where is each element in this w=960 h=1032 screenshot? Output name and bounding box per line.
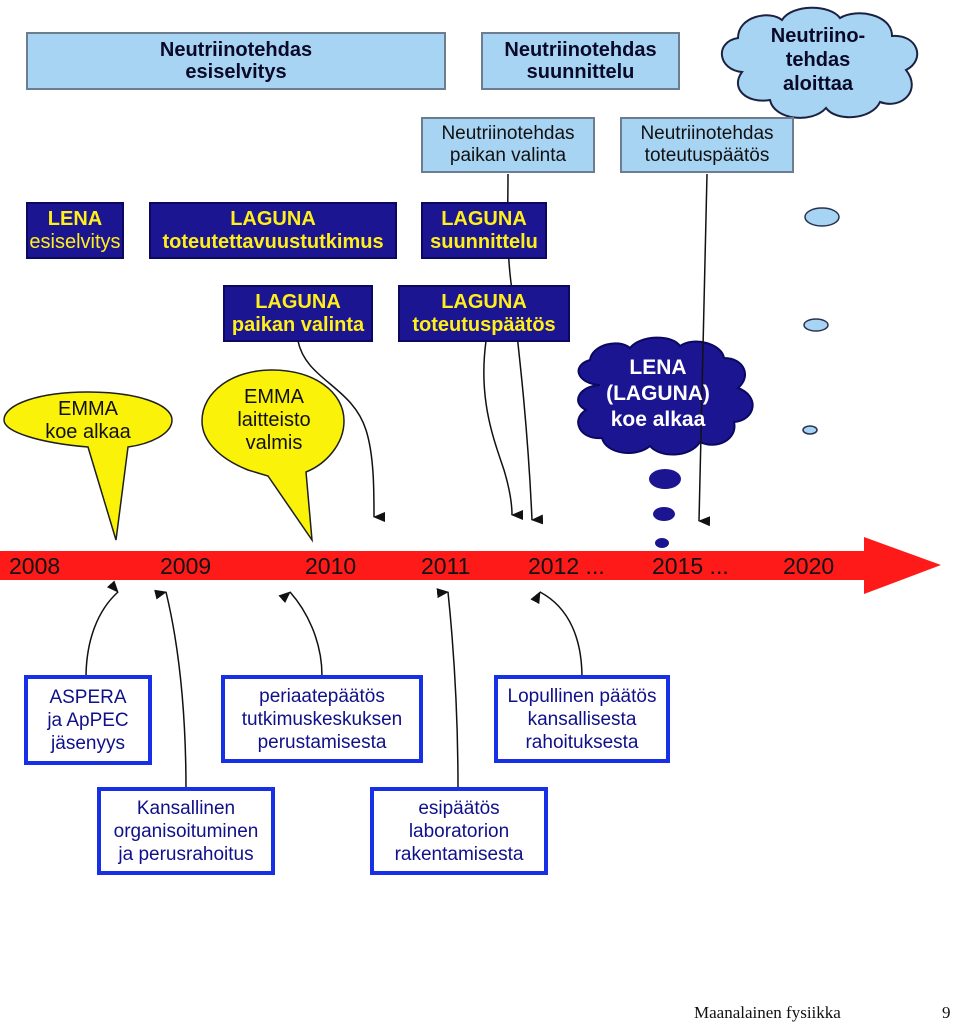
- box-line: LENA: [47, 207, 103, 230]
- box-line: paikan valinta: [449, 145, 567, 166]
- connector-esipaatos: [436, 588, 459, 789]
- box-laguna-toteutuspaatos: LAGUNA toteutuspäätös: [398, 285, 570, 342]
- box-line: LAGUNA: [441, 207, 527, 230]
- box-laguna-paikan-valinta: LAGUNA paikan valinta: [223, 285, 373, 342]
- cloud-line: tehdas: [785, 49, 851, 71]
- box-periaatepaatos: periaatepäätös tutkimuskeskuksen perusta…: [221, 675, 423, 763]
- box-line: esiselvitys: [29, 230, 121, 253]
- year-label: 2010: [305, 553, 357, 579]
- box-line: ja perusrahoitus: [118, 843, 254, 865]
- box-aspera: ASPERA ja ApPEC jäsenyys: [24, 675, 152, 765]
- bubble-line: EMMA: [244, 385, 304, 408]
- box-esipaatos: esipäätös laboratorion rakentamisesta: [370, 787, 548, 875]
- cloud-dot-medium: [803, 318, 829, 332]
- bubble-emma-koe-text: EMMA koe alkaa: [14, 396, 162, 446]
- connector-kansallinen: [154, 589, 187, 791]
- bubble-line: EMMA: [58, 398, 118, 420]
- box-laguna-toteutettavuustutkimus: LAGUNA toteutettavuustutkimus: [149, 202, 397, 259]
- cloud-line: (LAGUNA): [606, 382, 710, 405]
- box-lena-esiselvitys: LENA esiselvitys: [26, 202, 124, 259]
- year-label: 2009: [160, 553, 212, 579]
- box-line: suunnittelu: [430, 230, 538, 253]
- footer-title: Maanalainen fysiikka: [694, 1003, 841, 1022]
- connector-laguna-toteutus: [483, 340, 524, 520]
- cloud-dot-small: [802, 425, 818, 435]
- box-line: Neutriinotehdas: [504, 39, 657, 61]
- box-line: LAGUNA: [255, 290, 341, 313]
- box-neutriinotehdas-esiselvitys: Neutriinotehdas esiselvitys: [26, 32, 446, 90]
- box-line: rahoituksesta: [525, 731, 639, 753]
- bubble-emma-laitteisto-text: EMMA laitteisto valmis: [212, 378, 336, 462]
- cloud-lena-text: LENA (LAGUNA) koe alkaa: [596, 352, 720, 436]
- cloud-lena-dot-small: [655, 538, 669, 548]
- box-lopullinen-paatos: Lopullinen päätös kansallisesta rahoituk…: [494, 675, 670, 763]
- box-line: organisoituminen: [113, 820, 259, 842]
- connector-periaatepaatos: [278, 591, 323, 677]
- box-line: Lopullinen päätös: [507, 685, 657, 707]
- cloud-line: aloittaa: [782, 73, 854, 95]
- year-label: 2020: [783, 553, 835, 579]
- cloud-dot-large: [804, 207, 840, 227]
- cloud-line: LENA: [629, 356, 687, 379]
- connector-toteutuspaatos: [698, 173, 711, 527]
- cloud-lena-dot-large: [649, 469, 681, 489]
- bubble-line: koe alkaa: [45, 421, 131, 443]
- page-number: 9: [942, 1003, 951, 1022]
- timeline-arrow: [0, 537, 941, 594]
- bubble-emma-laitteisto-valmis: [201, 369, 345, 543]
- bubble-line: laitteisto: [237, 408, 311, 431]
- box-line: rakentamisesta: [394, 843, 524, 865]
- box-line: toteutettavuustutkimus: [162, 230, 384, 253]
- year-label: 2011: [421, 553, 471, 579]
- box-line: LAGUNA: [441, 290, 527, 313]
- box-line: toteutuspäätös: [412, 313, 556, 336]
- box-line: kansallisesta: [527, 708, 637, 730]
- box-line: ja ApPEC: [47, 709, 129, 731]
- box-line: esiselvitys: [185, 61, 287, 83]
- box-line: Kansallinen: [136, 797, 236, 819]
- connector-lopullinen: [530, 591, 583, 679]
- bubble-emma-koe-alkaa: [3, 391, 173, 541]
- box-line: Neutriinotehdas: [640, 123, 774, 144]
- box-line: LAGUNA: [230, 207, 316, 230]
- bubble-line: valmis: [245, 431, 303, 454]
- box-line: ASPERA: [49, 686, 127, 708]
- year-label: 2008: [9, 553, 61, 579]
- box-line: periaatepäätös: [259, 685, 385, 707]
- connector-aspera: [85, 580, 119, 679]
- box-neutriinotehdas-paikan-valinta: Neutriinotehdas paikan valinta: [421, 117, 595, 173]
- cloud-line: koe alkaa: [610, 408, 706, 431]
- cloud-lena-koe-alkaa: [577, 336, 754, 456]
- box-line: Neutriinotehdas: [159, 39, 313, 61]
- box-line: tutkimuskeskuksen: [241, 708, 403, 730]
- year-label: 2012 ...: [528, 553, 605, 579]
- cloud-neutriinotehdas-aloittaa: [720, 6, 919, 119]
- box-kansallinen: Kansallinen organisoituminen ja perusrah…: [97, 787, 275, 875]
- box-line: suunnittelu: [526, 61, 635, 83]
- cloud-line: Neutriino-: [770, 25, 866, 47]
- year-label: 2015 ...: [652, 553, 729, 579]
- box-neutriinotehdas-suunnittelu: Neutriinotehdas suunnittelu: [481, 32, 680, 90]
- connector-laguna-paikan: [297, 340, 386, 522]
- box-line: paikan valinta: [231, 313, 365, 336]
- box-neutriinotehdas-toteutuspaatos: Neutriinotehdas toteutuspäätös: [620, 117, 794, 173]
- box-line: Neutriinotehdas: [441, 123, 575, 144]
- cloud-neutriino-text: Neutriino- tehdas aloittaa: [752, 18, 884, 102]
- cloud-lena-dot-medium: [653, 507, 675, 521]
- box-line: perustamisesta: [257, 731, 387, 753]
- box-line: toteutuspäätös: [644, 145, 770, 166]
- box-laguna-suunnittelu: LAGUNA suunnittelu: [421, 202, 547, 259]
- box-line: esipäätös: [418, 797, 500, 819]
- box-line: jäsenyys: [51, 732, 125, 754]
- box-line: laboratorion: [408, 820, 510, 842]
